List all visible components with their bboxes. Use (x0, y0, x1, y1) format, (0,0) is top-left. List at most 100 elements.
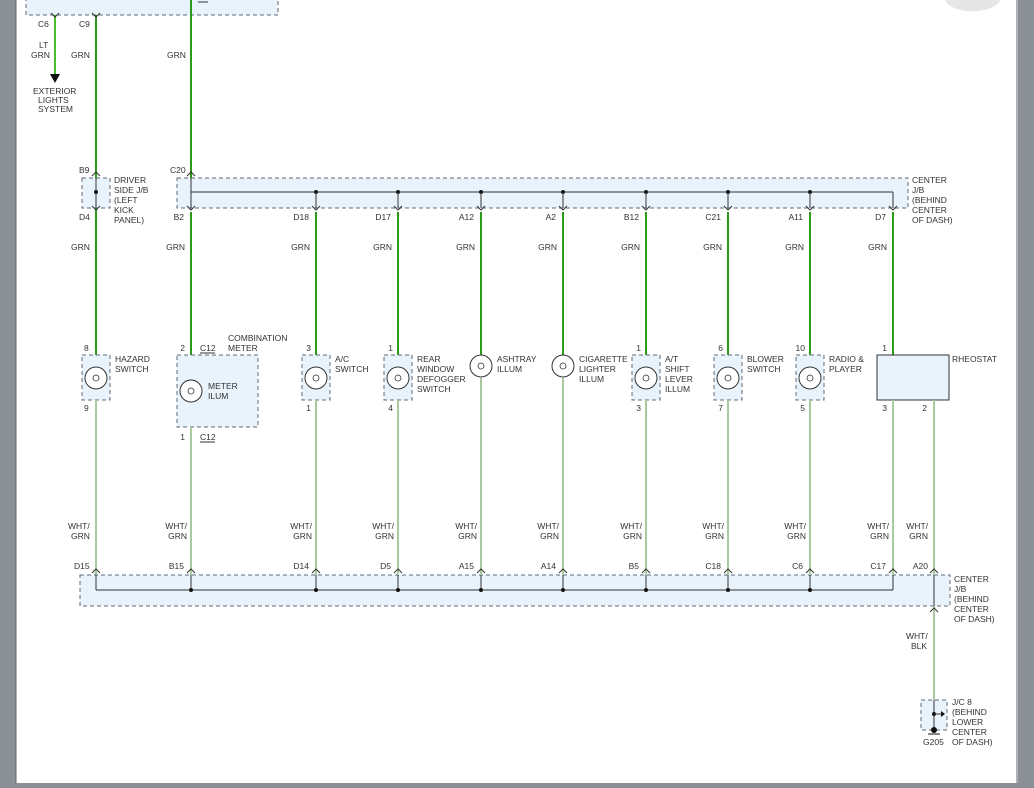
branch-2-pin-bot: 1 (306, 403, 311, 413)
branch-6-label-2: SHIFT (665, 364, 690, 374)
branch-9-pin-mark-2 (929, 568, 939, 574)
branch-5-jb-pin: A2 (546, 212, 557, 222)
jc8-line-4: CENTER (952, 727, 987, 737)
branch-9-jb-pin: D7 (875, 212, 886, 222)
branch-2-low-label-1: WHT/ (290, 521, 312, 531)
branch-1-jb-pin: B2 (174, 212, 185, 222)
branch-3-bulb-icon (386, 366, 410, 390)
label-c9-grn: GRN (71, 50, 90, 60)
branch-2-pin-mark (311, 205, 321, 211)
jc8-arrow (941, 711, 945, 717)
hazard-wire-label-1: WHT/ (68, 521, 90, 531)
driver-jb-line-4: KICK (114, 205, 134, 215)
center-jb-top-line-3: (BEHIND (912, 195, 947, 205)
hazard-pin-mark-low (91, 568, 101, 574)
branch-6-label-3: LEVER (665, 374, 693, 384)
branch-8-bulb-icon (798, 366, 822, 390)
branch-9-low-label-2: GRN (870, 531, 889, 541)
branch-2-pin-mark-low (311, 568, 321, 574)
center-jb-bottom-line-2: J/B (954, 584, 967, 594)
branch-8-filament (806, 374, 814, 382)
branch-4-pin-mark (476, 205, 486, 211)
branch-4-label-2: ILLUM (497, 364, 522, 374)
branch-3-label-3: DEFOGGER (417, 374, 466, 384)
center-jb-top-line-2: J/B (912, 185, 925, 195)
arrow-exterior-lights (50, 74, 60, 83)
branch-5-bottom-node (561, 588, 565, 592)
branch-1-bottom-node (189, 588, 193, 592)
driver-jb-line-2: SIDE J/B (114, 185, 149, 195)
center-jb-top-left-pin: C20 (170, 165, 186, 175)
branch-4-grn-label: GRN (456, 242, 475, 252)
branch-7-pin-mark (723, 205, 733, 211)
branch-5-pin-mark (558, 205, 568, 211)
branch-5-label-3: ILLUM (579, 374, 604, 384)
branch-6-pin-mark-low (641, 568, 651, 574)
branch-7-label-2: SWITCH (747, 364, 781, 374)
branch-1-pin-mark-low (186, 568, 196, 574)
branch-1-title-1: COMBINATION (228, 333, 287, 343)
branch-1-conn-bot: C12 (200, 432, 216, 442)
branch-4-low-label-1: WHT/ (455, 521, 477, 531)
branch-3-pin-bot: 4 (388, 403, 393, 413)
branch-5-filament (559, 362, 567, 370)
branch-1-low-label-2: GRN (168, 531, 187, 541)
ground-label: G205 (923, 737, 944, 747)
branch-1-grn-label: GRN (166, 242, 185, 252)
branch-6-label-4: ILLUM (665, 384, 690, 394)
branch-3-bottom-node (396, 588, 400, 592)
ground-dot (931, 727, 937, 733)
branch-6-pin-top: 1 (636, 343, 641, 353)
branch-7-low-label-1: WHT/ (702, 521, 724, 531)
label-driver-grn: GRN (71, 242, 90, 252)
label-c20-grn: GRN (167, 50, 186, 60)
driver-jb-line-5: PANEL) (114, 215, 144, 225)
branch-1-bot-conn: B15 (169, 561, 184, 571)
branch-3-label-1: REAR (417, 354, 441, 364)
branch-9-pin-bot: 3 (882, 403, 887, 413)
branch-3-low-label-1: WHT/ (372, 521, 394, 531)
center-jb-top-line-4: CENTER (912, 205, 947, 215)
branch-7-low-label-2: GRN (705, 531, 724, 541)
branch-5-label-1: CIGARETTE (579, 354, 628, 364)
branch-8-jb-pin: A11 (789, 212, 804, 222)
branch-7-pin-top: 6 (718, 343, 723, 353)
branch-9-pin-bot-2: 2 (922, 403, 927, 413)
branch-5-bot-conn: A14 (541, 561, 556, 571)
branch-5-low-label-1: WHT/ (537, 521, 559, 531)
branch-1-pin-bot: 1 (180, 432, 185, 442)
hazard-bot-conn: D15 (74, 561, 90, 571)
branch-8-low-label-2: GRN (787, 531, 806, 541)
center-jb-top (176, 177, 909, 209)
branch-5-bulb-icon (551, 354, 575, 378)
branch-1-low-label-1: WHT/ (165, 521, 187, 531)
branch-2-pin-top: 3 (306, 343, 311, 353)
branch-6-bot-conn: B5 (629, 561, 640, 571)
pin-c6 (50, 12, 60, 18)
top-connector-box (25, 0, 279, 16)
branch-7-pin-mark-low (723, 568, 733, 574)
branch-1-comp-label-2: ILUM (208, 391, 228, 401)
pin-c9 (91, 12, 101, 18)
label-c9: C9 (79, 19, 90, 29)
corner-shadow (945, 0, 1000, 12)
driver-jb-pin-mark (91, 205, 101, 211)
label-lt-grn: GRN (31, 50, 50, 60)
branch-3-label-4: SWITCH (417, 384, 451, 394)
branch-3-label-2: WINDOW (417, 364, 454, 374)
branch-3-grn-label: GRN (373, 242, 392, 252)
label-c6: C6 (38, 19, 49, 29)
branch-3-pin-top: 1 (388, 343, 393, 353)
branch-2-label-2: SWITCH (335, 364, 369, 374)
branch-2-bottom-node (314, 588, 318, 592)
branch-1-conn-top: C12 (200, 343, 216, 353)
hazard-bulb-icon (84, 366, 108, 390)
branch-2-label-1: A/C (335, 354, 349, 364)
branch-4-bulb-icon (469, 354, 493, 378)
branch-8-label-2: PLAYER (829, 364, 862, 374)
branch-9-bot-conn-2: A20 (913, 561, 928, 571)
branch-9-low-label-1: WHT/ (867, 521, 889, 531)
branch-2-jb-pin: D18 (293, 212, 309, 222)
branch-6-jb-pin: B12 (624, 212, 639, 222)
